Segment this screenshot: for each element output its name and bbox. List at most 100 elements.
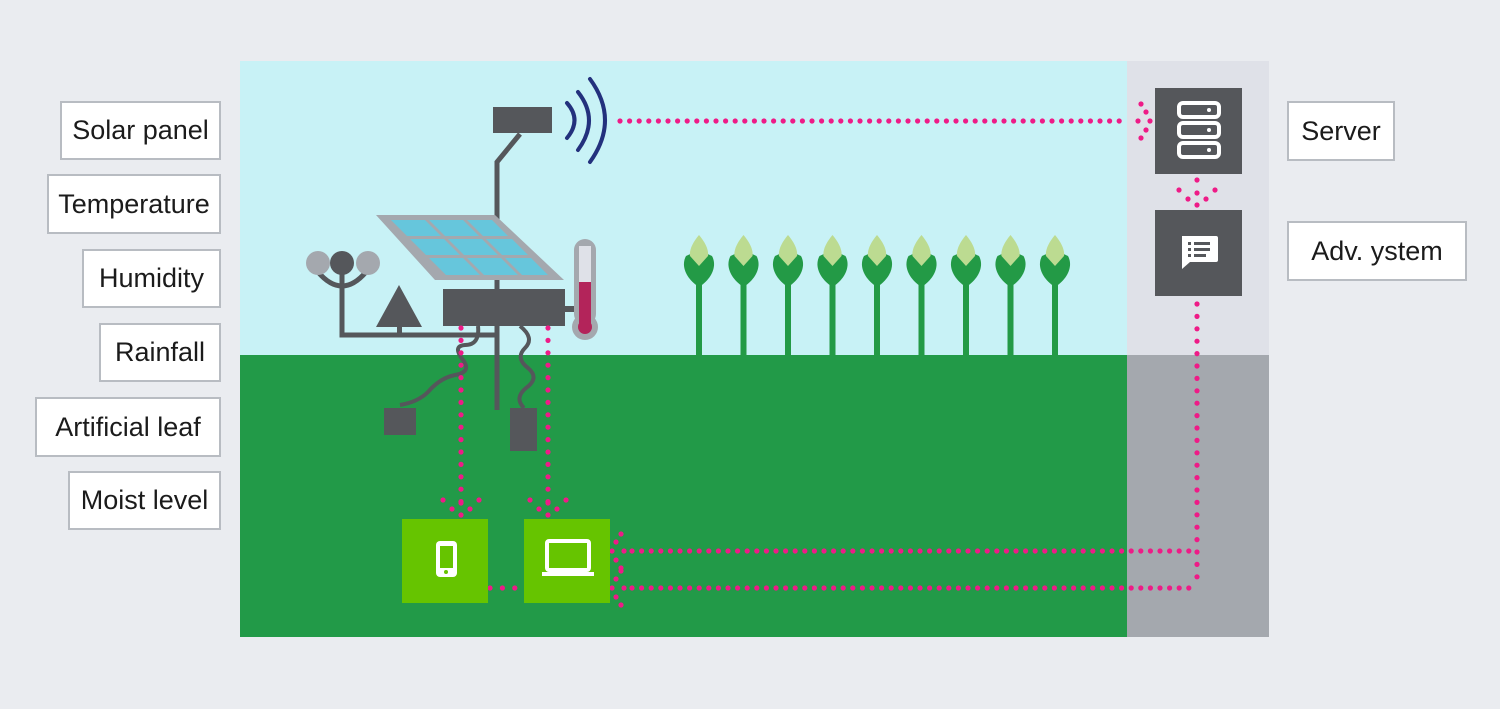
connector-dot <box>536 506 542 512</box>
connector-dot <box>955 585 962 591</box>
label-text: Temperature <box>58 188 210 219</box>
laptop-node[interactable] <box>524 519 610 603</box>
connector-dot <box>1080 548 1086 554</box>
connector-dot <box>545 437 551 443</box>
connector-dot <box>458 362 464 368</box>
connector-dot <box>888 585 894 591</box>
connector-dot <box>869 548 875 554</box>
label-solar-panel: Solar panel <box>60 101 221 160</box>
connector-dot <box>1138 101 1144 107</box>
connector-dot <box>773 548 779 554</box>
connector-dot <box>613 539 619 545</box>
connector-dot <box>1186 585 1192 591</box>
connector-dot <box>499 585 505 591</box>
connector-dot <box>1011 118 1017 124</box>
connector-dot <box>802 585 808 591</box>
connector-dot <box>1049 118 1055 124</box>
server-node[interactable] <box>1155 88 1242 174</box>
connector-dot <box>646 118 652 124</box>
connector-dot <box>819 118 825 124</box>
connector-dot <box>907 585 914 591</box>
message-list-icon <box>1182 236 1218 269</box>
connector-dot <box>1194 363 1200 369</box>
connector-dot <box>888 548 894 554</box>
connector-dot <box>440 497 446 503</box>
connector-dot <box>1194 400 1200 406</box>
connector-dot <box>629 548 635 554</box>
smartphone-icon <box>436 541 457 577</box>
connector-dot <box>927 585 933 591</box>
connector-dot <box>1090 548 1096 554</box>
connector-dot <box>984 548 990 554</box>
smartphone-node[interactable] <box>402 519 488 603</box>
connector-dot <box>487 585 493 591</box>
connector-dot <box>754 548 760 554</box>
connector-dot <box>1116 118 1122 124</box>
connector-dot <box>677 585 683 591</box>
connector-dot <box>1032 585 1038 591</box>
connector-dot <box>1194 375 1200 381</box>
sensor-cable-right <box>517 324 536 410</box>
connector-dot <box>1109 585 1115 591</box>
connector-dot <box>655 118 662 124</box>
connector-dot <box>917 548 923 554</box>
connector-dot <box>790 118 796 124</box>
connector-dot <box>684 118 690 124</box>
connector-dot <box>613 594 619 600</box>
connector-dot <box>1023 548 1029 554</box>
connector-dot <box>1194 338 1200 344</box>
connector-dot <box>1194 190 1200 196</box>
connector-dot <box>1194 574 1200 580</box>
connector-dots <box>440 101 1218 608</box>
connector-dot <box>1203 196 1209 202</box>
connector-dot <box>953 118 959 124</box>
label-advisory-system: Adv. ystem <box>1287 221 1467 281</box>
label-text: Humidity <box>98 263 205 293</box>
connector-dot <box>545 486 551 492</box>
connector-dot <box>994 585 1000 591</box>
connector-dot <box>554 506 560 512</box>
connector-dot <box>1138 135 1144 141</box>
connector-dot <box>458 387 464 393</box>
label-text: Moist level <box>80 485 209 515</box>
connector-dot <box>975 585 981 591</box>
connector-dot <box>763 548 770 554</box>
connector-dot <box>1119 548 1125 554</box>
connector-dot <box>658 585 664 591</box>
connector-dot <box>1097 118 1103 124</box>
connector-dot <box>545 387 551 393</box>
connector-dot <box>458 399 464 405</box>
connector-dot <box>946 585 952 591</box>
connector-dot <box>847 118 854 124</box>
rain-gauge-icon <box>376 285 422 335</box>
connector-dot <box>609 585 615 591</box>
wireless-signal-icon <box>565 77 607 164</box>
connector-dot <box>458 437 464 443</box>
connector-dot <box>821 585 827 591</box>
connector-dot <box>1194 388 1200 394</box>
connector-dot <box>703 118 710 124</box>
connector-dot <box>545 412 551 418</box>
connector-dot <box>1013 548 1019 554</box>
connector-dot <box>840 548 846 554</box>
connector-dot <box>821 548 827 554</box>
connector-dot <box>621 585 627 591</box>
connector-dot <box>936 548 942 554</box>
connector-dot <box>1194 487 1200 493</box>
connector-dot <box>1080 585 1086 591</box>
solar-panel-icon <box>376 215 564 280</box>
connector-dot <box>545 350 551 356</box>
connector-dot <box>1138 548 1144 554</box>
connector-dot <box>545 399 551 405</box>
connector-dot <box>1194 450 1200 456</box>
connector-dot <box>1185 196 1191 202</box>
crop-plant <box>1039 235 1071 356</box>
connector-dot <box>972 118 978 124</box>
connector-dot <box>1042 585 1048 591</box>
connector-dot <box>563 497 569 503</box>
connector-dot <box>713 118 719 124</box>
advisory-system-node[interactable] <box>1155 210 1242 296</box>
connector-dot <box>905 118 911 124</box>
connector-dot <box>831 548 837 554</box>
connector-dot <box>1071 548 1077 554</box>
